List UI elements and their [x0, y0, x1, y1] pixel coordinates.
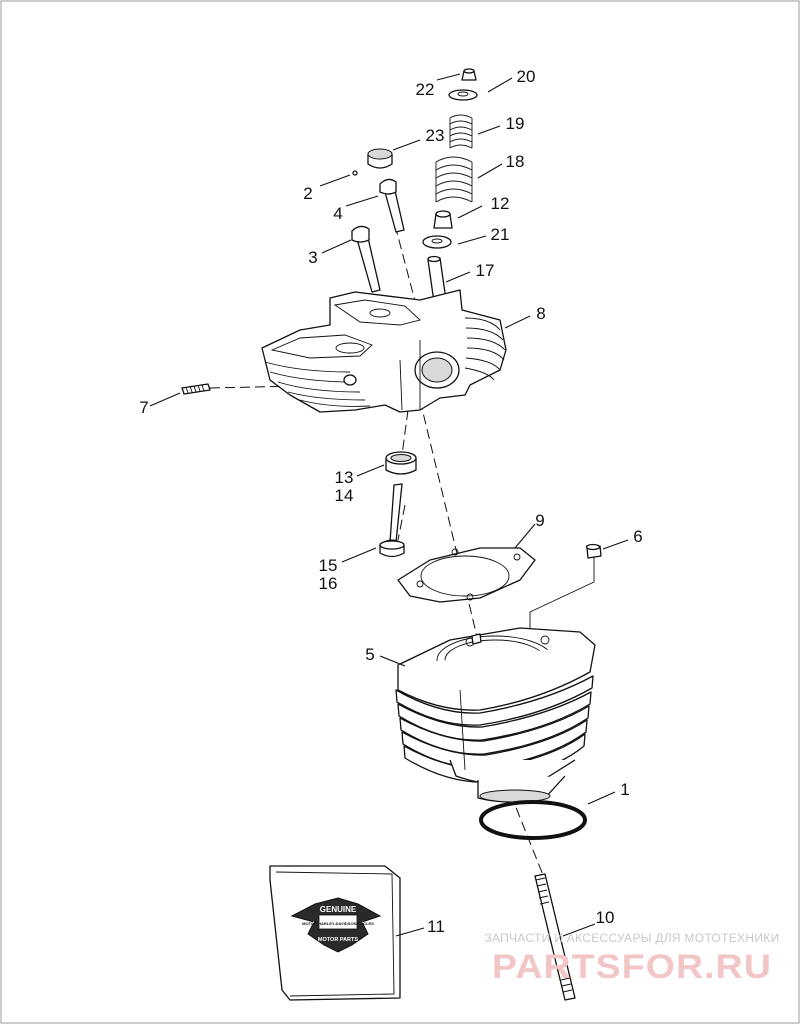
- part-valve-upper: [379, 178, 405, 233]
- callout-1: 1: [620, 780, 629, 799]
- callout-numbers: 22 20 19 23 18 2 4 12 21 3 17 8 7 13 14 …: [139, 67, 642, 936]
- part-keeper: [461, 68, 477, 81]
- part-gasket-kit-box: GENUINE MOTOR HARLEY-DAVIDSON CYCLES MOT…: [269, 865, 401, 1001]
- callout-4: 4: [333, 204, 342, 223]
- callout-7: 7: [139, 398, 148, 417]
- watermark: ЗАПЧАСТИ И АКСЕССУАРЫ ДЛЯ МОТОТЕХНИКИ PA…: [484, 931, 779, 986]
- callout-9: 9: [535, 511, 544, 530]
- genuine-parts-logo: GENUINE MOTOR HARLEY-DAVIDSON CYCLES MOT…: [290, 897, 382, 953]
- part-head-gasket: [397, 547, 536, 603]
- watermark-tagline: ЗАПЧАСТИ И АКСЕССУАРЫ ДЛЯ МОТОТЕХНИКИ: [484, 931, 779, 945]
- callout-3: 3: [308, 248, 317, 267]
- callout-20: 20: [517, 67, 536, 86]
- part-upper-collar: [448, 89, 478, 101]
- part-short-stud: [181, 383, 211, 395]
- part-cap: [367, 148, 393, 169]
- part-o-ring: [479, 800, 587, 840]
- callout-8: 8: [536, 304, 545, 323]
- callout-18: 18: [506, 152, 525, 171]
- callout-17: 17: [476, 261, 495, 280]
- part-exhaust-valve: [379, 483, 405, 558]
- logo-top-text: GENUINE: [320, 905, 357, 914]
- part-seat-insert: [385, 451, 417, 475]
- callout-16: 16: [319, 574, 338, 593]
- part-dowel: [585, 543, 602, 559]
- watermark-brand: PARTSFOR.RU: [492, 948, 772, 986]
- callout-15: 15: [319, 556, 338, 575]
- callout-12: 12: [491, 194, 510, 213]
- leader-lines: [149, 73, 629, 937]
- callout-13: 13: [335, 468, 354, 487]
- callout-10: 10: [596, 908, 615, 927]
- logo-bottom-text: MOTOR PARTS: [318, 937, 358, 943]
- part-cylinder-head: [261, 289, 507, 413]
- part-valve-guide: [427, 255, 447, 303]
- callout-5: 5: [365, 645, 374, 664]
- callout-23: 23: [426, 126, 445, 145]
- part-long-stud: [534, 873, 576, 1001]
- callout-14: 14: [335, 486, 354, 505]
- part-spring-seat: [422, 235, 452, 249]
- logo-middle-text: MOTOR HARLEY-DAVIDSON CYCLES: [302, 921, 374, 926]
- callout-6: 6: [633, 527, 642, 546]
- callout-11: 11: [427, 917, 445, 936]
- part-pin: [352, 170, 358, 176]
- callout-21: 21: [491, 225, 510, 244]
- part-valve-seal: [433, 210, 453, 229]
- callout-22: 22: [416, 80, 435, 99]
- part-cylinder: [395, 627, 596, 803]
- part-outer-spring: [435, 156, 473, 203]
- callout-2: 2: [303, 184, 312, 203]
- part-valve-lower: [351, 225, 381, 293]
- part-inner-spring: [449, 114, 473, 149]
- callout-19: 19: [506, 114, 525, 133]
